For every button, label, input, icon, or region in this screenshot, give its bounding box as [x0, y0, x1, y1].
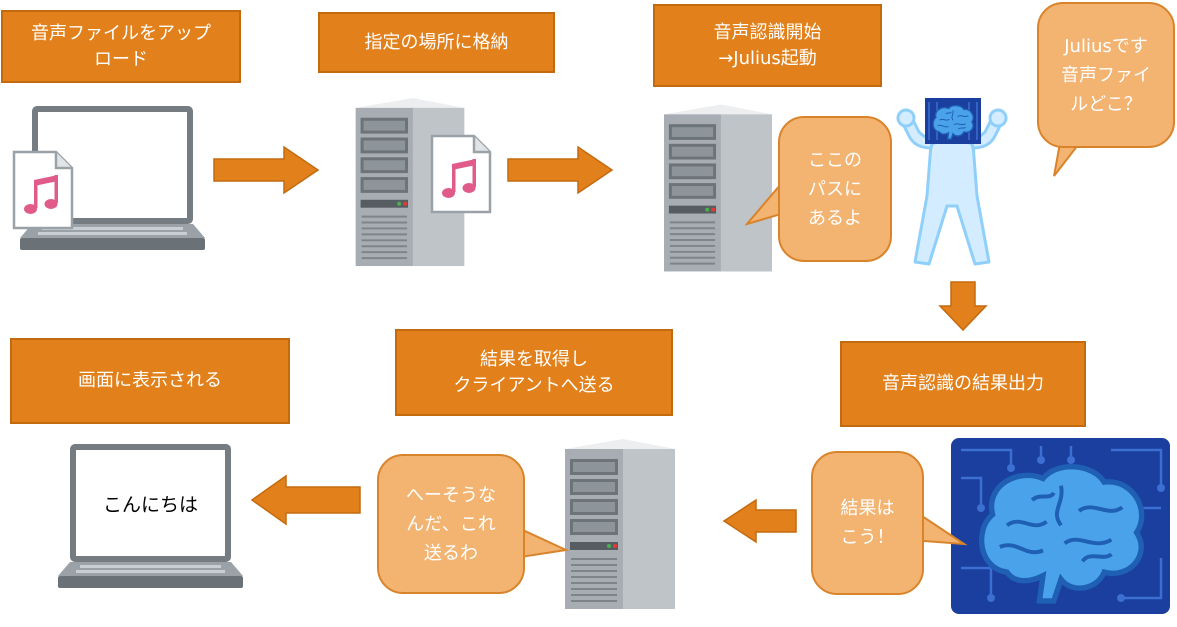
julius-character-illustration: [896, 98, 1008, 266]
sender-server-illustration: [565, 437, 675, 611]
step-store-box: 指定の場所に格納: [318, 12, 555, 73]
step-send-box: 結果を取得し クライアントへ送る: [395, 329, 673, 416]
arrow-upload-to-store: [213, 145, 320, 195]
step-display-box: 画面に表示される: [10, 338, 290, 424]
julius-question-bubble: Juliusです 音声ファイ ルどこ？: [1037, 2, 1175, 148]
step-recognize-box: 音声認識開始 →Julius起動: [653, 4, 882, 87]
laptop-screen-text: こんにちは: [102, 493, 198, 516]
step-output-box: 音声認識の結果出力: [840, 341, 1086, 427]
server-reply-bubble: へーそうな んだ、これ 送るわ: [377, 454, 525, 594]
arrow-recognize-to-output: [938, 281, 988, 332]
brain-circuit-illustration: [951, 438, 1170, 614]
result-bubble: 結果は こう！: [811, 451, 924, 595]
arrow-store-to-recognize: [507, 145, 614, 195]
arrow-send-to-display: [250, 474, 361, 526]
step-upload-box: 音声ファイルをアップ ロード: [1, 10, 241, 83]
music-file-icon: [12, 150, 74, 230]
stored-music-file-icon: [430, 134, 492, 214]
server-answer-bubble: ここの パスに あるよ: [778, 116, 892, 262]
arrow-output-to-send: [722, 498, 797, 544]
